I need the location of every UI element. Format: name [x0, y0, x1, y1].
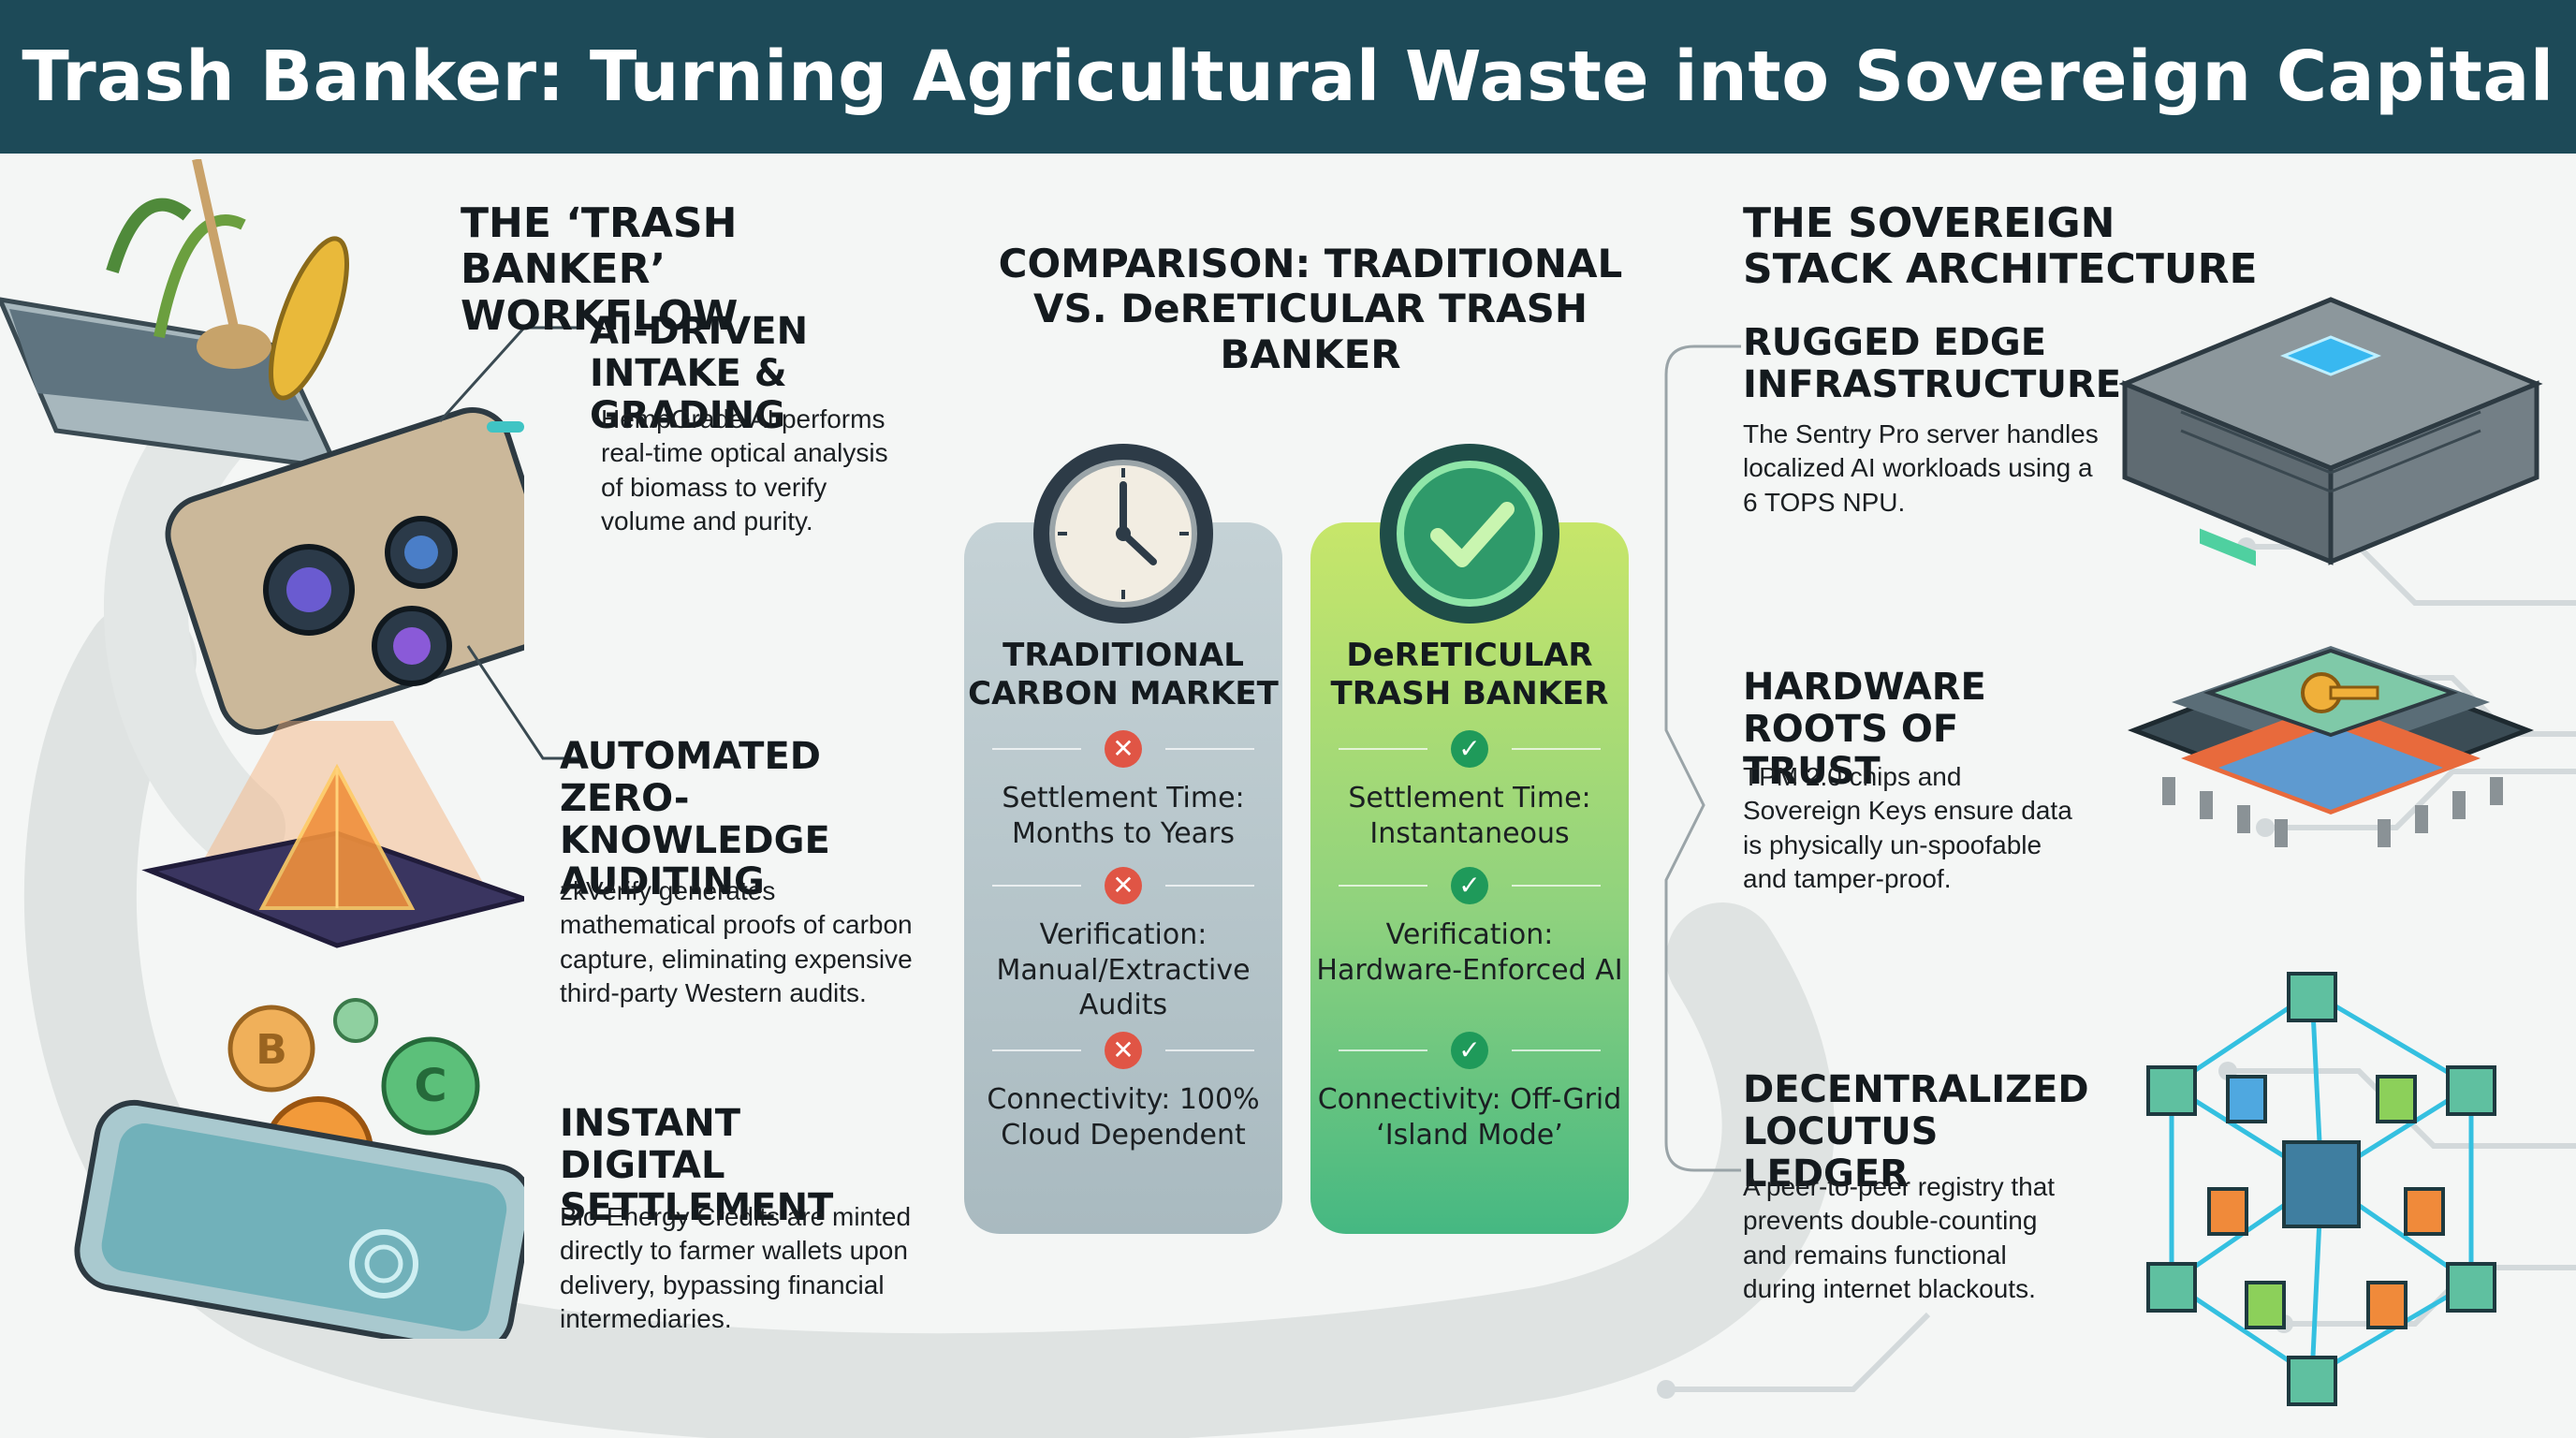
- stack-layer-1-heading: RUGGED EDGE INFRASTRUCTURE: [1743, 321, 2122, 406]
- divider: [1339, 1049, 1427, 1051]
- stack-layer-2-text: TPM 2.0 chips and Sovereign Keys ensure …: [1743, 762, 2072, 894]
- swirl-path-inner: [103, 392, 285, 870]
- stack-layer-1-text: The Sentry Pro server handles localized …: [1743, 419, 2099, 517]
- divider: [992, 885, 1081, 887]
- check-icon: ✓: [1451, 867, 1488, 904]
- workflow-step-3-heading: INSTANT DIGITAL SETTLEMENT: [560, 1102, 834, 1229]
- divider: [1512, 748, 1601, 750]
- divider: [992, 1049, 1081, 1051]
- divider: [1165, 748, 1254, 750]
- crop-bundle-icon: [106, 159, 349, 401]
- dereticular-row-text: Settlement Time: Instantaneous: [1348, 782, 1591, 850]
- workflow-leaders: [438, 326, 580, 760]
- x-icon: ✕: [1105, 867, 1142, 904]
- zk-pyramid-icon: [141, 721, 524, 948]
- traditional-row: ✕ Verification: Manual/Extractive Audits: [964, 867, 1282, 1023]
- traditional-row-text: Verification: Manual/Extractive Audits: [996, 918, 1251, 1021]
- traditional-row: ✕ Settlement Time: Months to Years: [964, 730, 1282, 851]
- traditional-row-text: Settlement Time: Months to Years: [1002, 782, 1245, 850]
- dereticular-heading: DeRETICULAR TRASH BANKER: [1330, 637, 1609, 712]
- x-icon: ✕: [1105, 1032, 1142, 1069]
- dereticular-row-text: Connectivity: Off-Grid ‘Island Mode’: [1317, 1083, 1622, 1152]
- smartphone-icon: [74, 1099, 524, 1339]
- title-banner: Trash Banker: Turning Agricultural Waste…: [0, 0, 2576, 154]
- svg-text:C: C: [414, 1060, 446, 1112]
- stack-layer-2-heading: HARDWARE ROOTS OF TRUST: [1743, 666, 1986, 793]
- workflow-step-2-text: zkVerify generates mathematical proofs o…: [560, 876, 913, 1008]
- dereticular-card: DeRETICULAR TRASH BANKER ✓ Settlement Ti…: [1310, 522, 1629, 1234]
- svg-text:B: B: [256, 1026, 287, 1074]
- divider: [1165, 885, 1254, 887]
- workflow-step-1-text: HempGrade AI performs real-time optical …: [601, 404, 888, 536]
- workflow-heading: THE ‘TRASH BANKER’ WORKFLOW: [461, 199, 739, 340]
- stack-layer-3-text: A peer-to-peer registry that prevents do…: [1743, 1172, 2056, 1304]
- ledger-network-icon: [2146, 972, 2496, 1406]
- dereticular-row-text: Verification: Hardware-Enforced AI: [1316, 918, 1623, 987]
- divider: [992, 748, 1081, 750]
- divider: [1339, 885, 1427, 887]
- check-icon: ✓: [1451, 730, 1488, 768]
- divider: [1339, 748, 1427, 750]
- tpm-chip-icon: [2127, 646, 2535, 847]
- comparison-heading: COMPARISON: TRADITIONAL VS. DeRETICULAR …: [998, 241, 1623, 377]
- workflow-step-3-text: Bio-Energy Credits are minted directly t…: [560, 1202, 912, 1334]
- clock-icon: [1033, 444, 1213, 624]
- stack-illustration: [2118, 297, 2543, 1406]
- x-icon: ✕: [1105, 730, 1142, 768]
- stack-bracket: [1664, 345, 1741, 1172]
- workflow-illustration: B C B: [0, 159, 524, 1339]
- traditional-row: ✕ Connectivity: 100% Cloud Dependent: [964, 1032, 1282, 1152]
- workflow-step-2-heading: AUTOMATED ZERO-KNOWLEDGE AUDITING: [560, 735, 830, 904]
- divider: [1165, 1049, 1254, 1051]
- divider: [1512, 1049, 1601, 1051]
- scanner-camera-icon: [165, 407, 524, 735]
- dereticular-row: ✓ Verification: Hardware-Enforced AI: [1310, 867, 1629, 988]
- stack-layer-3-heading: DECENTRALIZED LOCUTUS LEDGER: [1743, 1068, 2089, 1196]
- checkmark-icon: [1380, 444, 1559, 624]
- dereticular-row: ✓ Settlement Time: Instantaneous: [1310, 730, 1629, 851]
- divider: [1512, 885, 1601, 887]
- workflow-step-1-heading: AI-DRIVEN INTAKE & GRADING: [590, 310, 809, 437]
- dereticular-row: ✓ Connectivity: Off-Grid ‘Island Mode’: [1310, 1032, 1629, 1152]
- stack-heading: THE SOVEREIGN STACK ARCHITECTURE: [1743, 199, 2258, 294]
- swirl-path: [23, 603, 1835, 1438]
- traditional-row-text: Connectivity: 100% Cloud Dependent: [987, 1083, 1260, 1152]
- page-title: Trash Banker: Turning Agricultural Waste…: [22, 37, 2554, 117]
- traditional-card: TRADITIONAL CARBON MARKET ✕ Settlement T…: [964, 522, 1282, 1234]
- check-icon: ✓: [1451, 1032, 1488, 1069]
- edge-server-icon: [2118, 297, 2543, 566]
- traditional-heading: TRADITIONAL CARBON MARKET: [968, 637, 1279, 712]
